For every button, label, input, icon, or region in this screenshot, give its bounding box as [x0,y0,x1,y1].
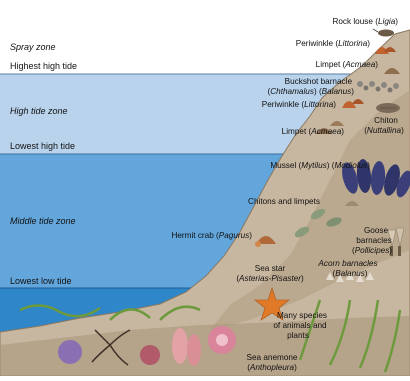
mussel-label: Mussel (Mytilus) (Modiolus) [270,161,370,170]
sea-star-label-line1: Sea star [255,264,286,273]
chitons-limpets-label: Chitons and limpets [248,197,320,206]
limpet-mid-label: Limpet (Acmaea) [282,127,345,136]
goose-barnacles-label-line1: Goose [364,226,389,235]
many-species-label-line1: Many species [277,311,327,320]
spray-zone-label: Spray zone [10,42,56,52]
lowest-low-tide-label: Lowest low tide [10,276,72,286]
chiton-label-line1: Chiton [374,116,398,125]
acorn-barnacles-label-line1: Acorn barnacles [317,259,377,268]
sea-star-label-line2: (Asterias-Pisaster) [236,274,304,283]
periwinkle-top-label: Periwinkle (Littorina) [296,39,370,48]
goose-barnacles-label-line3: (Pollicipes) [352,246,392,255]
limpet-top-label: Limpet (Acmaea) [316,60,379,69]
middle-tide-zone-label: Middle tide zone [10,216,76,226]
high-tide-zone-label: High tide zone [10,106,68,116]
goose-barnacles-label-line2: barnacles [356,236,392,245]
buckshot-barnacle-label-line1: Buckshot barnacle [285,77,353,86]
sea-anemone-label-line1: Sea anemone [247,353,298,362]
buckshot-barnacle-label-line2: (Chthamalus) (Balanus) [268,87,355,96]
many-species-label-line2: of animals and [273,321,327,330]
sea-anemone-label-line2: (Anthopleura) [247,363,297,372]
periwinkle-mid-label: Periwinkle (Littorina) [262,100,336,109]
chiton-label-line2: (Nuttallina) [364,126,404,135]
chiton-icon [376,103,400,113]
many-species-label-line3: plants [287,331,309,340]
hermit-crab-label: Hermit crab (Pagurus) [171,231,252,240]
acorn-barnacles-label-line2: (Balanus) [332,269,367,278]
highest-high-tide-label: Highest high tide [10,61,77,71]
rock-louse-label: Rock louse (Ligia) [332,17,398,26]
lowest-high-tide-label: Lowest high tide [10,141,75,151]
